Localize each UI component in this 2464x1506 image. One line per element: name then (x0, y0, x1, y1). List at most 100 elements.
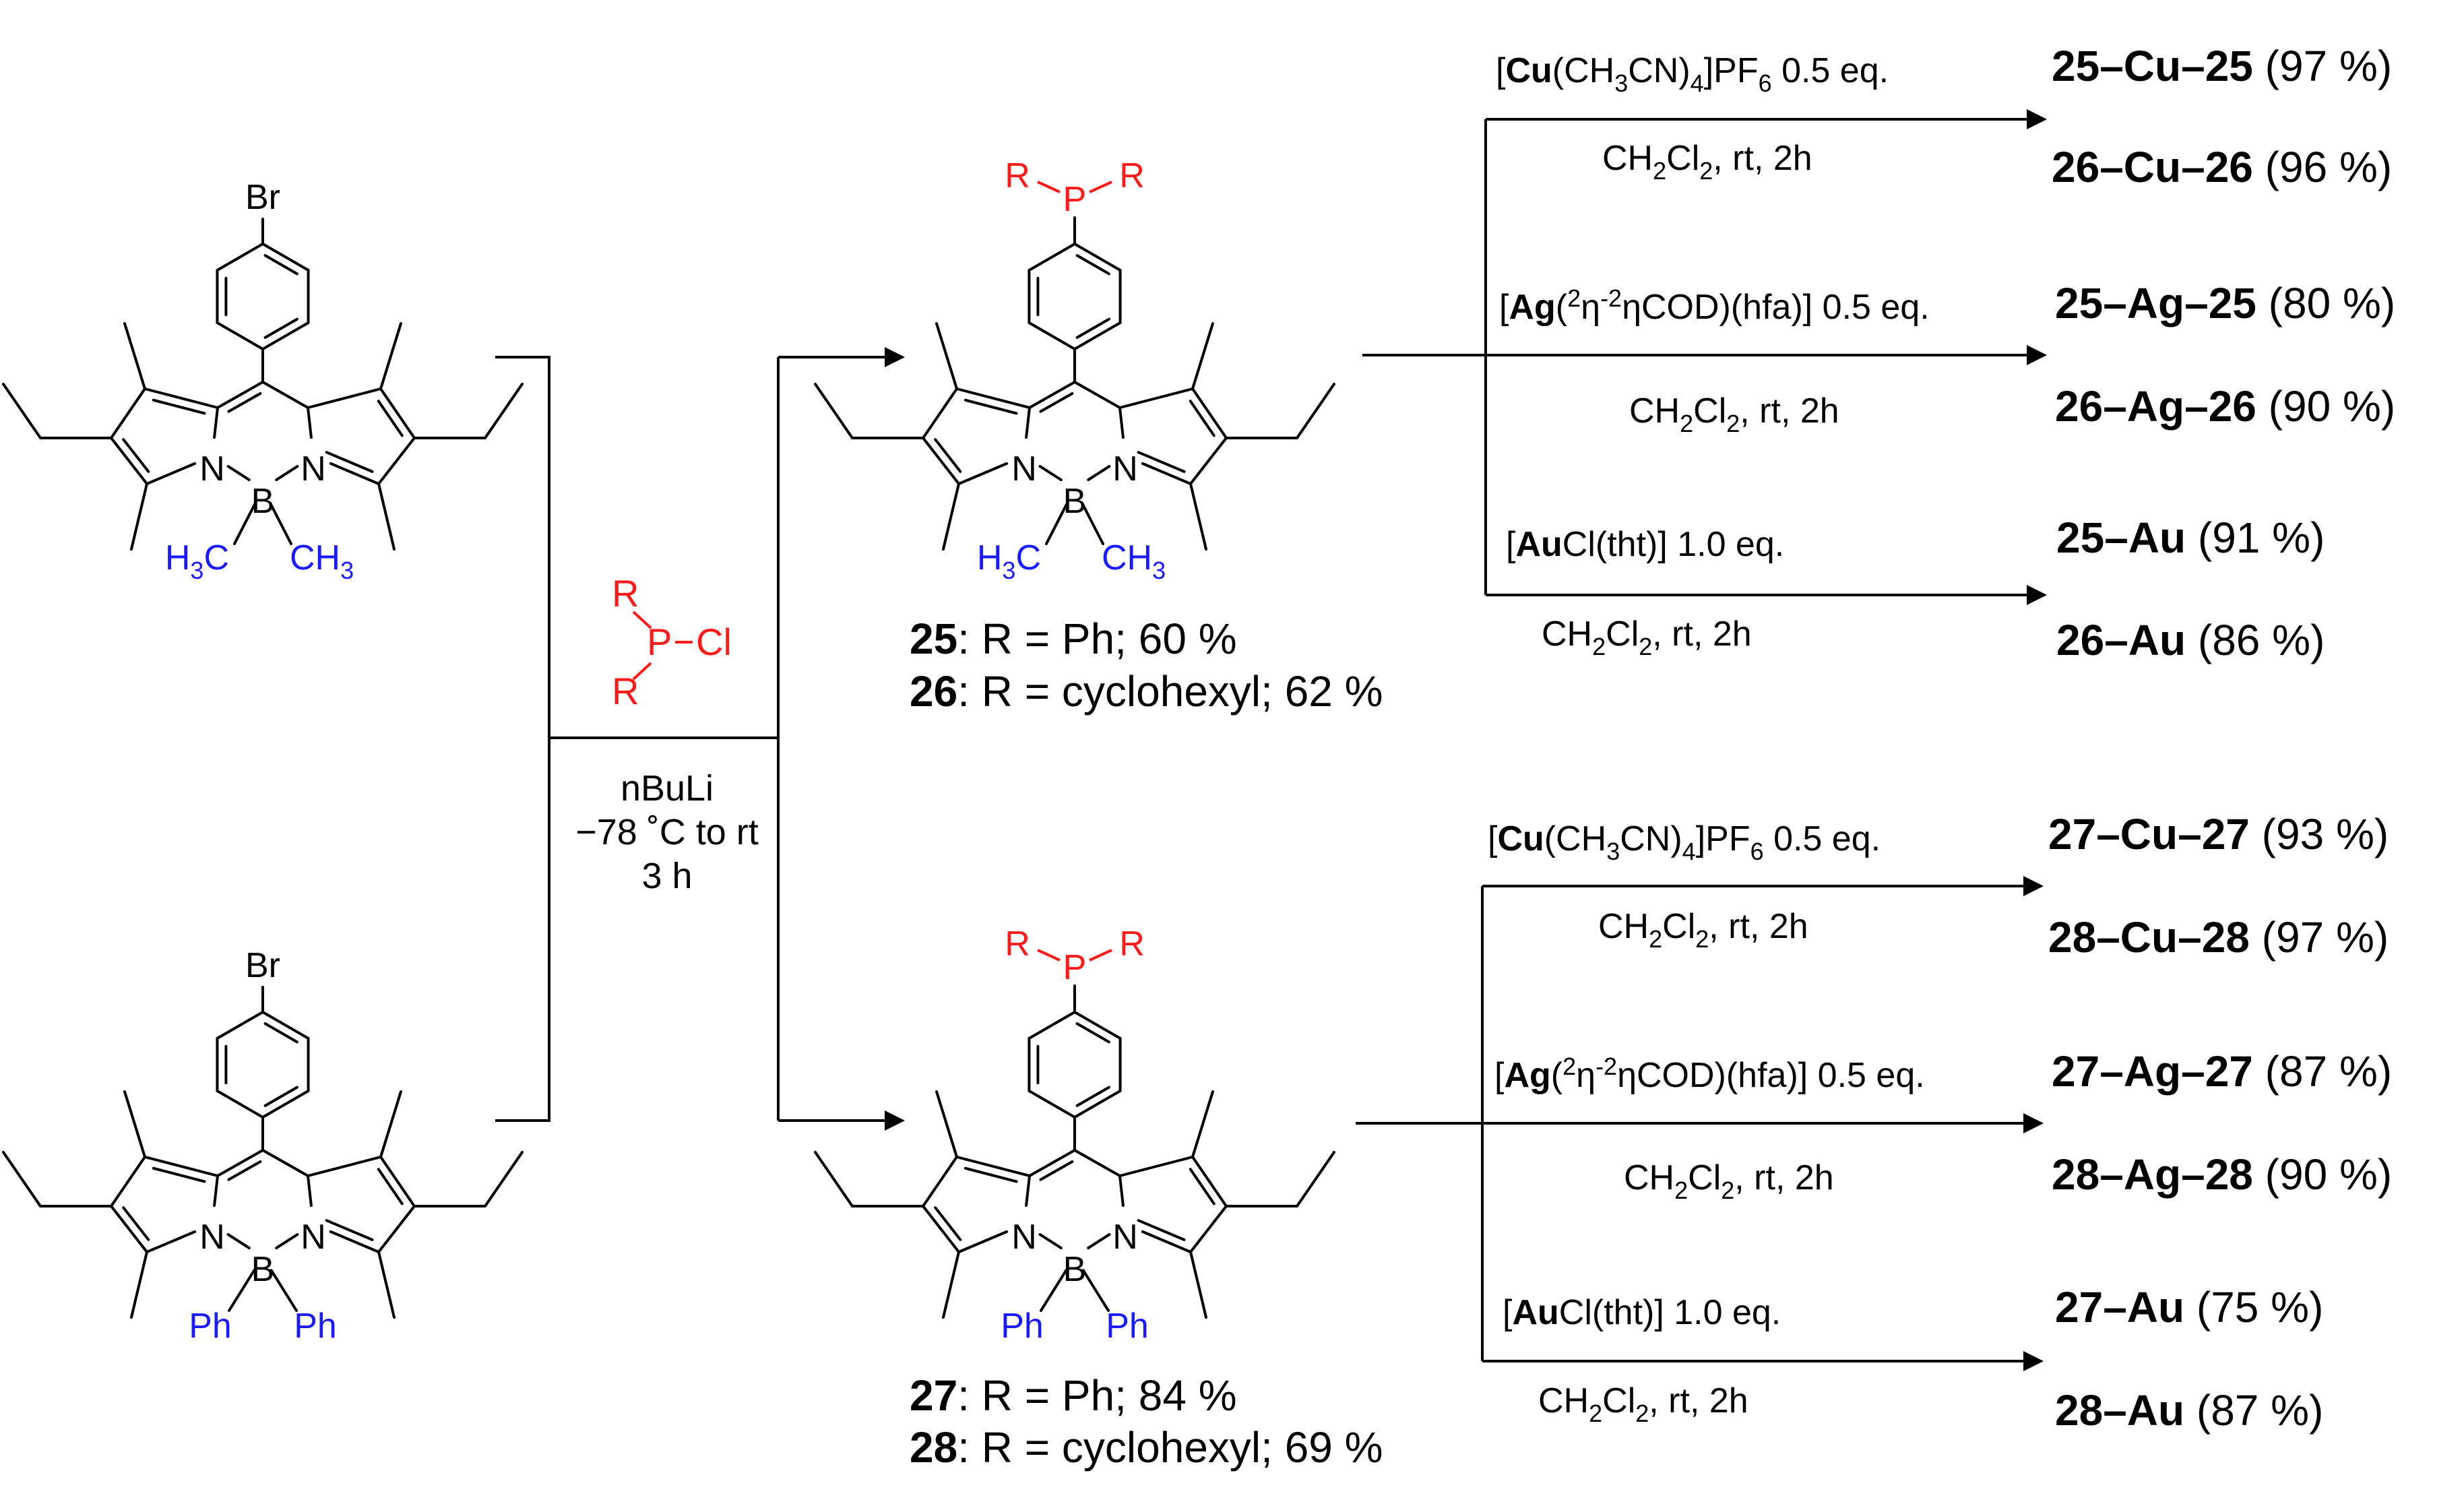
step2-upper-flow-lines (1362, 109, 2047, 605)
phenyl-bond (1028, 321, 1076, 350)
condition-base: nBuLi (621, 768, 714, 809)
bond (226, 465, 251, 482)
double-bond (1189, 400, 1215, 437)
bond (1118, 1156, 1194, 1177)
phenyl-bond (1073, 1011, 1122, 1040)
boron-phenyl-bond (228, 1269, 256, 1312)
complex-yields: 25–Cu–25 (97 %) 26–Cu–26 (96 %) 25–Ag–25… (2048, 42, 2395, 1435)
condition-solvent-6: CH2Cl2, rt, 2h (1538, 1381, 1748, 1427)
bond (110, 437, 148, 485)
bromine-atom: Br (245, 178, 280, 217)
bond (110, 387, 146, 439)
yield-26-ag-26: 26–Ag–26 (90 %) (2055, 382, 2395, 431)
bond (144, 1156, 219, 1177)
r-group-right: R (1119, 924, 1145, 964)
bond (1118, 387, 1194, 409)
boron-methyl-bond (1045, 501, 1069, 545)
double-bond (1039, 1160, 1074, 1181)
methyl-bond (377, 1251, 396, 1319)
methyl-bond (130, 1251, 148, 1319)
methyl-bond (942, 1251, 960, 1319)
condition-au-reagent-upper: [AuCl(tht)] 1.0 eq. (1506, 525, 1784, 564)
methyl-bond (379, 1090, 402, 1158)
bond (329, 1230, 380, 1253)
yield-28-au: 28–Au (87 %) (2055, 1386, 2323, 1435)
bond (307, 387, 382, 409)
double-bond (1075, 1086, 1110, 1107)
ethyl-bond (1296, 383, 1335, 439)
bond (1191, 1156, 1228, 1207)
ethyl-bond (2, 383, 42, 439)
p-r-bond (1089, 181, 1112, 193)
methyl-bond (130, 482, 148, 551)
boron-methyl-left: H3C (165, 538, 229, 584)
phenyl-bond (1073, 1090, 1122, 1119)
boron-phenyl-right: Ph (1106, 1307, 1149, 1346)
bond (1025, 1174, 1031, 1207)
boron-methyl-bond (1080, 501, 1104, 545)
bond (957, 462, 1009, 485)
bond (922, 437, 960, 485)
bond (1073, 381, 1121, 409)
bond (275, 465, 299, 482)
nitrogen-atom: N (199, 449, 225, 489)
double-bond (1137, 1219, 1186, 1241)
bond (329, 462, 380, 485)
methyl-bond (1191, 322, 1214, 390)
double-bond (1075, 254, 1110, 276)
boron-phenyl-left: Ph (189, 1307, 232, 1346)
methyl-bond (1191, 1090, 1214, 1158)
bond (377, 1205, 416, 1253)
condition-cu-reagent-lower: [Cu(CH3CN)4]PF6 0.5 eq. (1488, 819, 1881, 865)
phenyl-bond (261, 321, 310, 350)
boron-phenyl-bond (1040, 1269, 1068, 1312)
methyl-bond (379, 322, 402, 390)
bond (1118, 1174, 1125, 1207)
caption-27: 27: R = Ph; 84 % (910, 1371, 1237, 1420)
nitrogen-atom: N (1112, 1218, 1138, 1257)
r-group-left: R (1005, 156, 1030, 195)
double-bond (377, 1168, 404, 1205)
yield-27-ag-27: 27–Ag–27 (87 %) (2052, 1047, 2392, 1096)
yield-28-cu-28: 28–Cu–28 (97 %) (2048, 913, 2389, 962)
yield-27-cu-27: 27–Cu–27 (93 %) (2048, 810, 2389, 858)
bond (1141, 1230, 1192, 1253)
yield-26-cu-26: 26–Cu–26 (96 %) (2052, 143, 2392, 191)
boron-methyl-left: H3C (977, 538, 1041, 584)
boron-methyl-bond (268, 501, 292, 545)
condition-ag-reagent-lower: [Ag(2η-2ηCOD)(hfa)] 0.5 eq. (1494, 1053, 1925, 1095)
methyl-bond (942, 482, 960, 551)
boron-phenyl-bond (1081, 1269, 1110, 1312)
bond (275, 1233, 299, 1250)
phosphorus-atom: P (1063, 948, 1087, 987)
double-bond (263, 1086, 298, 1107)
ethyl-bond (484, 383, 524, 439)
condition-time: 3 h (641, 856, 692, 896)
double-bond (325, 451, 374, 473)
double-bond (325, 1219, 374, 1241)
phenyl-bond (1028, 243, 1076, 272)
double-bond (1189, 1168, 1215, 1205)
condition-solvent-4: CH2Cl2, rt, 2h (1598, 907, 1808, 953)
nitrogen-atom: N (301, 1218, 326, 1257)
double-bond (263, 254, 298, 276)
phenyl-bond (1028, 1090, 1076, 1119)
double-bond (1075, 317, 1110, 339)
methyl-bond (1189, 1251, 1207, 1319)
condition-solvent-2: CH2Cl2, rt, 2h (1629, 391, 1839, 437)
double-bond (1039, 392, 1074, 413)
double-bond (227, 1160, 262, 1181)
phenyl-bond (1073, 243, 1122, 272)
condition-au-reagent-lower: [AuCl(tht)] 1.0 eq. (1503, 1293, 1781, 1332)
bond (1141, 462, 1192, 485)
bond (261, 1149, 309, 1177)
yield-25-cu-25: 25–Cu–25 (97 %) (2052, 42, 2392, 90)
bond (1118, 406, 1125, 439)
ethyl-bond (1296, 1151, 1335, 1207)
double-bond (964, 398, 1018, 415)
boron-phenyl-bond (270, 1269, 298, 1312)
phenyl-bond (216, 321, 264, 350)
